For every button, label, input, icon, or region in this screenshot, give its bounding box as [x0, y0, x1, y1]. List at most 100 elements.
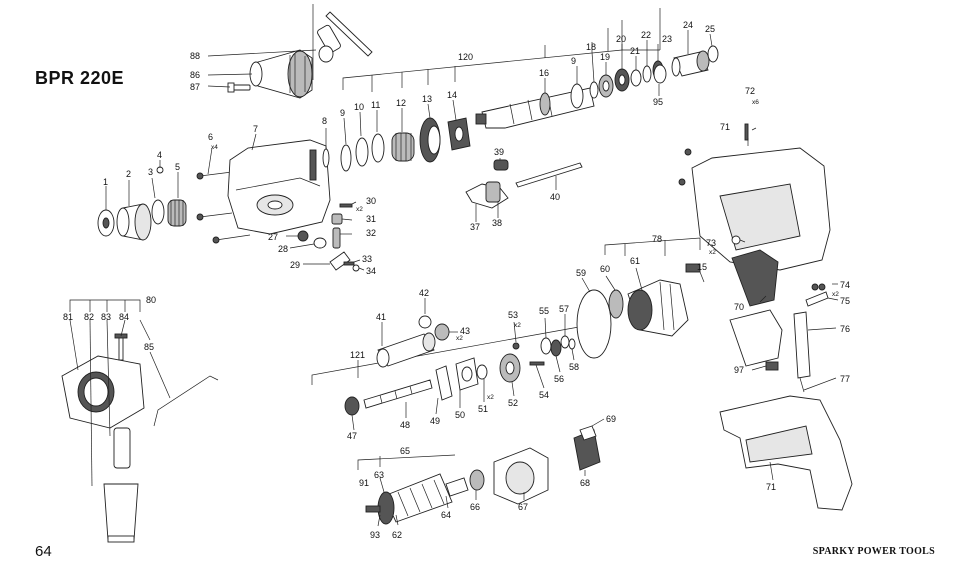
mult-72: x6	[752, 99, 759, 106]
ring-18	[589, 81, 599, 99]
label-81: 81	[63, 312, 73, 322]
label-63: 63	[374, 470, 384, 480]
nut-34	[352, 264, 360, 272]
side-handle-clamp-81	[61, 355, 145, 429]
mult-6: x4	[211, 144, 218, 151]
bushing-51	[476, 364, 488, 380]
spindle-16	[475, 87, 595, 129]
spring-12	[391, 132, 415, 162]
model-title: BPR 220E	[35, 68, 125, 88]
label-24: 24	[683, 20, 693, 30]
label-70: 70	[734, 302, 744, 312]
brush-holder-68	[573, 425, 601, 471]
ring-58	[568, 338, 576, 350]
label-97: 97	[734, 365, 744, 375]
label-57: 57	[559, 304, 569, 314]
label-1: 1	[103, 177, 108, 187]
label-72: 72	[745, 86, 755, 96]
label-60: 60	[600, 264, 610, 274]
bushing-42	[418, 315, 432, 329]
label-71a: 71	[720, 122, 730, 132]
bearing-20	[614, 68, 630, 92]
power-cord-77	[799, 377, 805, 393]
label-91: 91	[359, 478, 369, 488]
label-19: 19	[600, 52, 610, 62]
label-28: 28	[278, 244, 288, 254]
clutch-14	[447, 117, 471, 151]
bearing-56	[550, 339, 562, 357]
ring-28	[313, 237, 327, 249]
piston-24	[671, 50, 710, 77]
label-95: 95	[653, 97, 663, 107]
label-82: 82	[84, 312, 94, 322]
label-83: 83	[101, 312, 111, 322]
screw-54	[529, 361, 545, 366]
mult-73: x2	[709, 249, 716, 256]
mult-53: x2	[514, 322, 521, 329]
front-collar-1	[97, 209, 115, 237]
switch-parts-73	[731, 235, 741, 245]
label-12: 12	[396, 98, 406, 108]
block-31	[331, 213, 343, 225]
label-67: 67	[518, 502, 528, 512]
label-69: 69	[606, 414, 616, 424]
ring-10	[355, 137, 369, 167]
label-78: 78	[652, 234, 662, 244]
circlip-95	[653, 64, 667, 84]
mult-74: x2	[832, 291, 839, 298]
motor-housing-71	[678, 147, 831, 271]
pin-53	[512, 342, 520, 350]
label-77: 77	[840, 374, 850, 384]
label-7: 7	[253, 124, 258, 134]
ring-9b	[570, 83, 584, 109]
label-38: 38	[492, 218, 502, 228]
stator-67	[493, 447, 549, 505]
label-74: 74	[840, 280, 850, 290]
label-14: 14	[447, 90, 457, 100]
pin-30	[339, 203, 353, 208]
part-labels: 1 2 3 4 5 6 x4 7 8 9 10 11 12 13 14 15 1…	[63, 20, 850, 540]
label-3: 3	[148, 167, 153, 177]
spring-clip-38	[485, 181, 501, 203]
label-88: 88	[190, 51, 200, 61]
shaft-48	[363, 379, 433, 409]
label-11: 11	[371, 100, 380, 110]
group-line-120	[342, 8, 661, 92]
label-76: 76	[840, 324, 850, 334]
clamp-75	[805, 291, 829, 307]
label-48: 48	[400, 420, 410, 430]
label-68: 68	[580, 478, 590, 488]
label-22: 22	[641, 30, 651, 40]
label-15: 15	[697, 262, 707, 272]
label-29: 29	[290, 260, 300, 270]
label-87: 87	[190, 82, 200, 92]
cylinder-41	[376, 332, 436, 368]
lever-29	[329, 251, 351, 271]
label-27: 27	[268, 232, 278, 242]
label-85: 85	[144, 342, 154, 352]
group-line-78	[604, 237, 701, 256]
armature-62	[365, 473, 469, 525]
label-2: 2	[126, 169, 131, 179]
label-50: 50	[455, 410, 465, 420]
label-39: 39	[494, 147, 504, 157]
label-41: 41	[376, 312, 386, 322]
spring-39	[493, 159, 509, 171]
bearing-19	[598, 74, 614, 98]
side-handle-grip-82	[103, 427, 139, 543]
chuck-screw-87	[227, 82, 251, 93]
label-93: 93	[370, 530, 380, 540]
part-74	[811, 283, 826, 291]
drill-chuck	[249, 49, 313, 99]
label-54: 54	[539, 390, 549, 400]
ring-11	[371, 133, 385, 163]
label-86: 86	[190, 70, 200, 80]
rod-40	[515, 162, 583, 188]
label-42: 42	[419, 288, 429, 298]
part-97	[765, 361, 779, 371]
label-47: 47	[347, 431, 357, 441]
label-55: 55	[539, 306, 549, 316]
label-49: 49	[430, 416, 440, 426]
switch-70	[729, 249, 783, 367]
label-43: 43	[460, 326, 470, 336]
